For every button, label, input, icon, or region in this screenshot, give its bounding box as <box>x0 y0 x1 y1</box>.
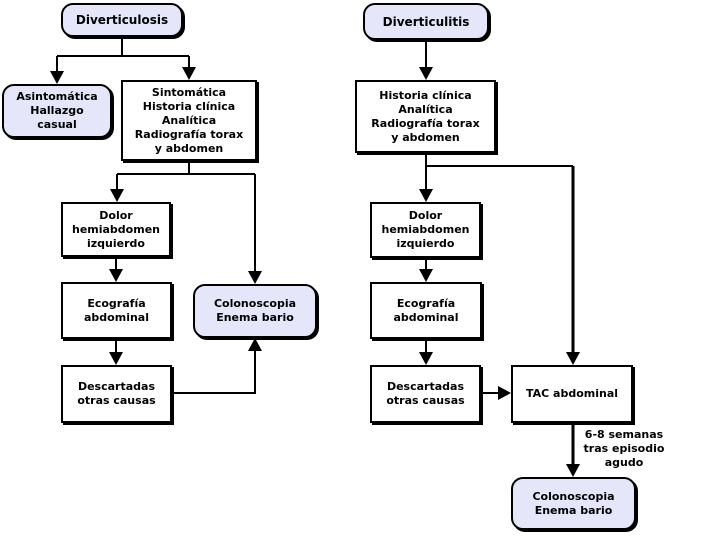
arrowhead-to-tac <box>566 352 580 365</box>
connector-tac-colonoscopia <box>566 423 580 477</box>
arrowhead-up-to-colonoscopia-left <box>248 338 262 351</box>
node-colonoscopia-enema-bario-left: Colonoscopia Enema bario <box>193 284 317 338</box>
connector-sintomatica-split <box>110 161 262 284</box>
connector-historia-split <box>419 153 580 365</box>
node-descartadas-otras-causas-left: Descartadas otras causas <box>61 365 172 423</box>
node-ecografia-abdominal-left: Ecografía abdominal <box>61 282 172 339</box>
node-sintomatica-workup: Sintomática Historia clínica Analítica R… <box>121 80 257 161</box>
arrowhead-to-dolor-left <box>110 189 124 202</box>
node-dolor-hemiabdomen-right: Dolor hemiabdomen izquierdo <box>370 202 481 258</box>
node-tac-abdominal: TAC abdominal <box>511 365 633 423</box>
arrowhead-to-colonoscopia-left <box>248 271 262 284</box>
connector-descartadas-tac <box>481 386 511 400</box>
node-descartadas-otras-causas-right: Descartadas otras causas <box>370 365 481 423</box>
connector-ecografia-descartadas-left <box>109 339 123 365</box>
arrowhead-to-sintomatica <box>182 67 196 80</box>
node-diverticulitis: Diverticulitis <box>363 3 489 40</box>
node-diverticulosis: Diverticulosis <box>61 3 183 37</box>
node-colonoscopia-enema-bario-right: Colonoscopia Enema bario <box>511 477 636 530</box>
connector-descartadas-colonoscopia-left <box>172 338 262 394</box>
arrowhead-to-asintomatica <box>50 71 64 84</box>
edge-label-6-8-semanas: 6-8 semanas tras episodio agudo <box>583 428 665 469</box>
node-asintomatica-hallazgo-casual: Asintomática Hallazgo casual <box>2 84 112 138</box>
arrowhead-to-historia <box>419 67 433 80</box>
arrowhead-to-descartadas-right <box>419 352 433 365</box>
connector-dolor-ecografia-right <box>419 258 433 282</box>
arrowhead-to-descartadas-left <box>109 352 123 365</box>
arrowhead-to-colonoscopia-right <box>566 464 580 477</box>
arrowhead-to-dolor-right <box>419 189 433 202</box>
node-dolor-hemiabdomen-left: Dolor hemiabdomen izquierdo <box>61 202 171 257</box>
node-ecografia-abdominal-right: Ecografía abdominal <box>370 282 482 339</box>
node-historia-clinica-workup: Historia clínica Analítica Radiografía t… <box>355 80 496 153</box>
connector-dolor-ecografia-left <box>109 257 123 282</box>
connector-ecografia-descartadas-right <box>419 339 433 365</box>
arrowhead-to-ecografia-right <box>419 269 433 282</box>
connector-diverticulitis-historia <box>419 40 433 80</box>
arrowhead-to-ecografia-left <box>109 269 123 282</box>
arrowhead-right-to-tac <box>498 386 511 400</box>
connector-diverticulosis-split <box>50 37 196 84</box>
